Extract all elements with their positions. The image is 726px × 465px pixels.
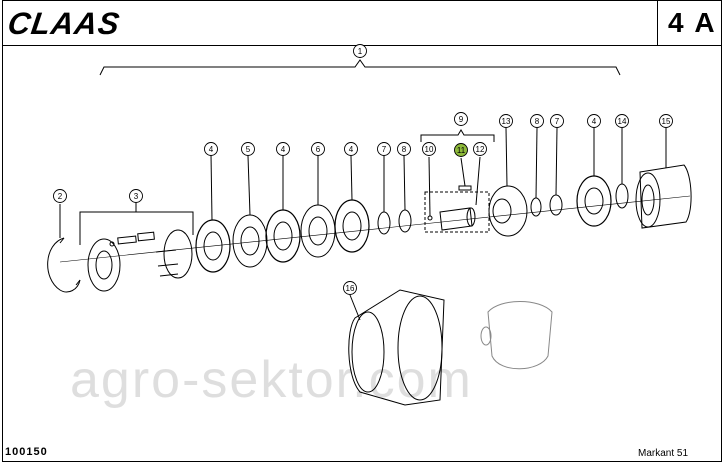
callout-label: 9 <box>459 115 464 124</box>
callout-circle <box>659 114 673 128</box>
callout-label: 2 <box>58 192 63 201</box>
callout-4: 4 <box>276 142 290 156</box>
callout-label: 4 <box>592 117 597 126</box>
part-4-friction-disc <box>195 219 231 273</box>
callout-label: 11 <box>457 146 466 155</box>
callout-circle <box>454 143 468 157</box>
callout-label: 10 <box>425 145 434 154</box>
callout-8: 8 <box>397 142 411 156</box>
part-2-circlip <box>47 237 81 293</box>
callout-label: 3 <box>134 192 139 201</box>
callout-circle <box>587 114 601 128</box>
callout-label: 1 <box>358 47 363 56</box>
callout-circle <box>499 114 513 128</box>
callout-circle <box>343 281 357 295</box>
callout-circle <box>311 142 325 156</box>
motor-housing <box>487 301 553 370</box>
assembly-1-bracket <box>99 59 621 76</box>
callout-circle <box>276 142 290 156</box>
part-3-spring <box>137 231 155 242</box>
callout-10: 10 <box>422 142 436 156</box>
callout-11: 11 <box>454 143 468 157</box>
callout-circle <box>353 44 367 58</box>
callout-label: 14 <box>618 117 627 126</box>
callout-circle <box>377 142 391 156</box>
callout-circle <box>344 142 358 156</box>
callout-label: 13 <box>502 117 511 126</box>
group-9-bracket <box>420 129 495 142</box>
callout-label: 5 <box>246 145 251 154</box>
watermark: agro-sektor.com <box>70 351 473 409</box>
callout-15: 15 <box>659 114 673 128</box>
callout-8: 8 <box>530 114 544 128</box>
callout-9: 9 <box>454 112 468 126</box>
callout-circle <box>473 142 487 156</box>
callout-circle <box>129 189 143 203</box>
callout-2: 2 <box>53 189 67 203</box>
model-name: Markant 51 <box>638 448 689 459</box>
callout-label: 4 <box>281 145 286 154</box>
callout-label: 12 <box>476 145 485 154</box>
callout-circle <box>422 142 436 156</box>
group-9-box <box>424 191 490 233</box>
callout-7: 7 <box>550 114 564 128</box>
callout-circle <box>204 142 218 156</box>
part-16-bell-housing <box>348 289 445 406</box>
part-13-flange <box>488 185 528 237</box>
callout-6: 6 <box>311 142 325 156</box>
callout-circle <box>241 142 255 156</box>
callout-label: 6 <box>316 145 321 154</box>
callout-circle <box>53 189 67 203</box>
callout-label: 8 <box>535 117 540 126</box>
callout-5: 5 <box>241 142 255 156</box>
callout-label: 7 <box>555 117 560 126</box>
callout-label: 4 <box>349 145 354 154</box>
callout-circle <box>454 112 468 126</box>
document-number: 100150 <box>5 446 48 458</box>
callout-circle <box>615 114 629 128</box>
callout-1: 1 <box>353 44 367 58</box>
callout-12: 12 <box>473 142 487 156</box>
callout-14: 14 <box>615 114 629 128</box>
callout-label: 7 <box>382 145 387 154</box>
callout-3: 3 <box>129 189 143 203</box>
callout-7: 7 <box>377 142 391 156</box>
callout-circle <box>550 114 564 128</box>
callout-label: 8 <box>402 145 407 154</box>
part-15-housing <box>639 164 692 229</box>
callout-4: 4 <box>344 142 358 156</box>
part-3-spring <box>117 235 137 245</box>
callout-13: 13 <box>499 114 513 128</box>
callout-circle <box>530 114 544 128</box>
part-3-hub <box>163 229 193 279</box>
callout-label: 15 <box>662 117 671 126</box>
part-3-pressure-plate <box>87 238 121 292</box>
callout-4: 4 <box>204 142 218 156</box>
callout-16: 16 <box>343 281 357 295</box>
callout-4: 4 <box>587 114 601 128</box>
callout-label: 4 <box>209 145 214 154</box>
header-divider <box>657 0 658 45</box>
page-code: 4 A <box>668 7 717 38</box>
callout-circle <box>397 142 411 156</box>
callout-label: 16 <box>346 284 355 293</box>
